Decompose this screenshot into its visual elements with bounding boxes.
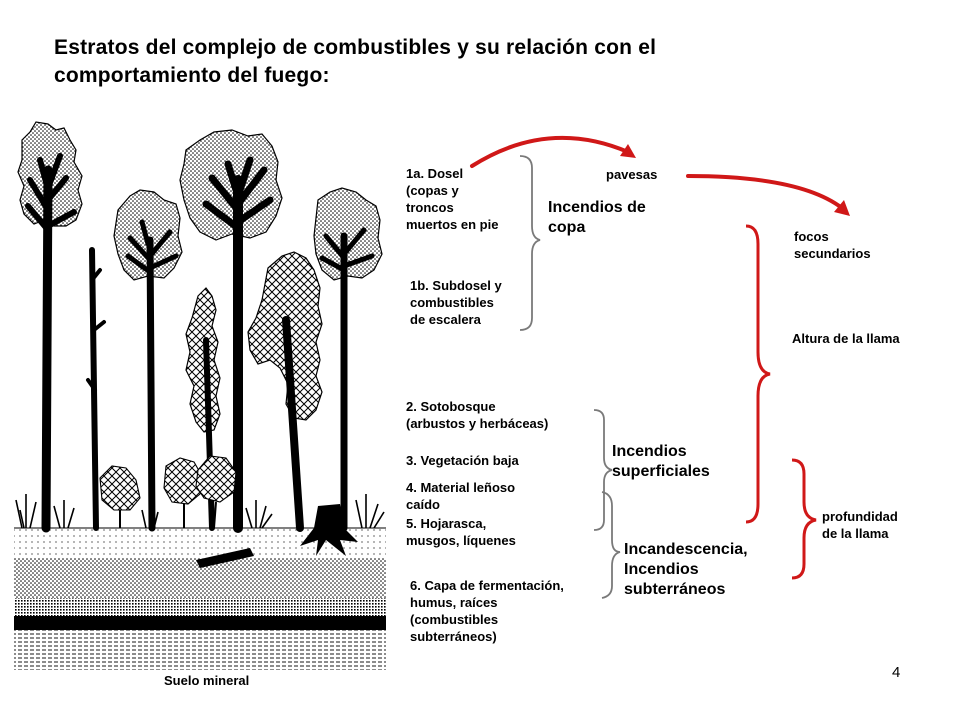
humus-layer — [14, 598, 386, 616]
brace-profundidad — [791, 458, 817, 580]
label-hojarasca: 5. Hojarasca,musgos, líquenes — [406, 516, 516, 548]
label-altura-llama: Altura de la llama — [792, 331, 900, 346]
brace-subterraneo — [601, 491, 621, 599]
shrub-1 — [99, 465, 141, 511]
trunk-2 — [146, 236, 156, 532]
label-fermentacion: 6. Capa de fermentación,humus, raíces (c… — [410, 578, 564, 644]
label-vegetacion-baja: 3. Vegetación baja — [406, 453, 519, 468]
arrow-to-focos — [686, 174, 844, 210]
trunk-6 — [282, 316, 304, 532]
ladder-bush-1 — [185, 287, 221, 433]
stump — [300, 504, 358, 556]
shrub-2 — [163, 457, 203, 505]
label-suelo-mineral: Suelo mineral — [164, 673, 250, 688]
ground-strata — [14, 527, 386, 670]
brace-copa — [519, 155, 541, 331]
flame-braces — [745, 224, 817, 580]
label-pavesas: pavesas — [606, 167, 658, 182]
brace-altura — [745, 224, 771, 524]
mineral-soil-layer — [14, 630, 386, 670]
tree-trunks — [25, 153, 375, 533]
fallen-log — [196, 548, 254, 568]
label-sotobosque: 2. Sotobosque(arbustos y herbáceas) — [406, 399, 549, 431]
arrow-to-pavesas — [470, 135, 630, 168]
page-number: 4 — [892, 664, 901, 681]
root-layer — [14, 616, 386, 630]
brace-superficial — [593, 409, 613, 531]
canopy-crowns — [17, 121, 383, 281]
grass-tufts — [15, 494, 385, 529]
downed-wood — [196, 504, 358, 568]
ember-arrows — [470, 135, 850, 216]
strata-braces — [519, 155, 621, 599]
shrub-3 — [195, 455, 237, 503]
slide-title: Estratos del complejo de combustibles y … — [54, 36, 657, 87]
shrubs — [99, 455, 237, 529]
